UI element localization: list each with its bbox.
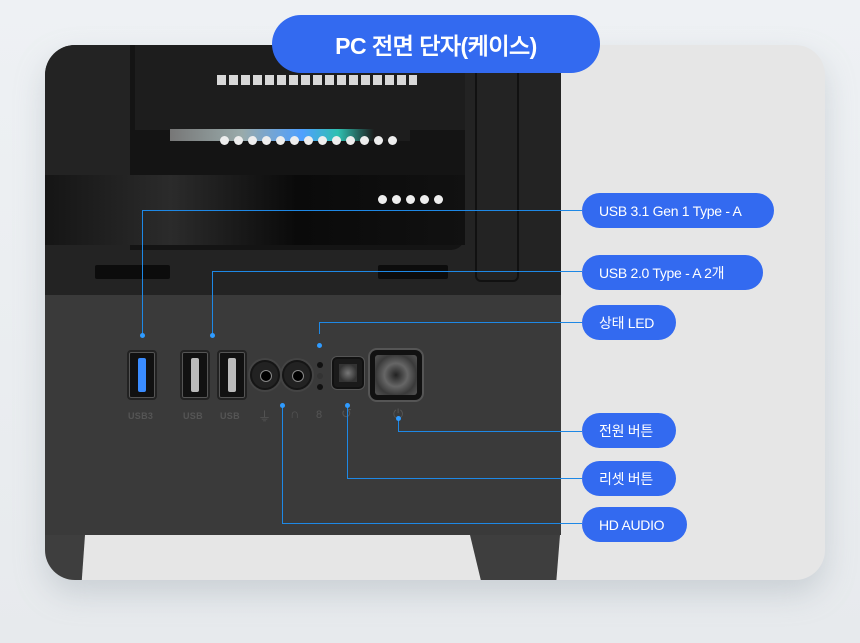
vent-slot-left <box>95 265 170 279</box>
gpu-vent <box>217 75 417 85</box>
case-foot-right <box>470 535 560 580</box>
product-card: USB3 USB USB ⏚ ∩ 8 ↺ ⏻ <box>45 45 825 580</box>
usb3-port-label: USB3 <box>128 411 154 421</box>
hdd-icon: 8 <box>316 409 323 421</box>
led-dot-3 <box>317 384 323 390</box>
page-title: PC 전면 단자(케이스) <box>272 15 600 73</box>
usb-port-label-2: USB <box>220 411 240 421</box>
side-rail <box>475 45 519 282</box>
reset-icon: ↺ <box>341 406 352 422</box>
mic-jack <box>250 360 280 390</box>
usb3-port <box>127 350 157 400</box>
pc-case-front: USB3 USB USB ⏚ ∩ 8 ↺ ⏻ <box>45 45 561 580</box>
vent-dots-upper <box>220 136 397 145</box>
vent-slot-right <box>378 265 448 279</box>
callout-hd-audio: HD AUDIO <box>582 507 687 542</box>
case-interior <box>45 45 561 295</box>
vent-dots-lower <box>378 195 443 204</box>
reset-button[interactable] <box>332 357 364 389</box>
power-icon: ⏻ <box>393 406 404 421</box>
port-panel <box>45 295 561 535</box>
led-dot-2 <box>317 373 323 379</box>
callout-usb20: USB 2.0 Type - A 2개 <box>582 255 763 290</box>
callout-status-led: 상태 LED <box>582 305 676 340</box>
callout-power-button: 전원 버튼 <box>582 413 676 448</box>
headphone-jack <box>282 360 312 390</box>
power-button[interactable] <box>370 350 422 400</box>
case-foot-left <box>45 535 85 580</box>
mic-icon: ⏚ <box>258 409 272 424</box>
usb-port-label-1: USB <box>183 411 203 421</box>
callout-usb31: USB 3.1 Gen 1 Type - A <box>582 193 774 228</box>
led-dot-1 <box>317 362 323 368</box>
usb2-port-1 <box>180 350 210 400</box>
usb2-port-2 <box>217 350 247 400</box>
callout-reset-button: 리셋 버튼 <box>582 461 676 496</box>
headphone-icon: ∩ <box>290 406 300 421</box>
